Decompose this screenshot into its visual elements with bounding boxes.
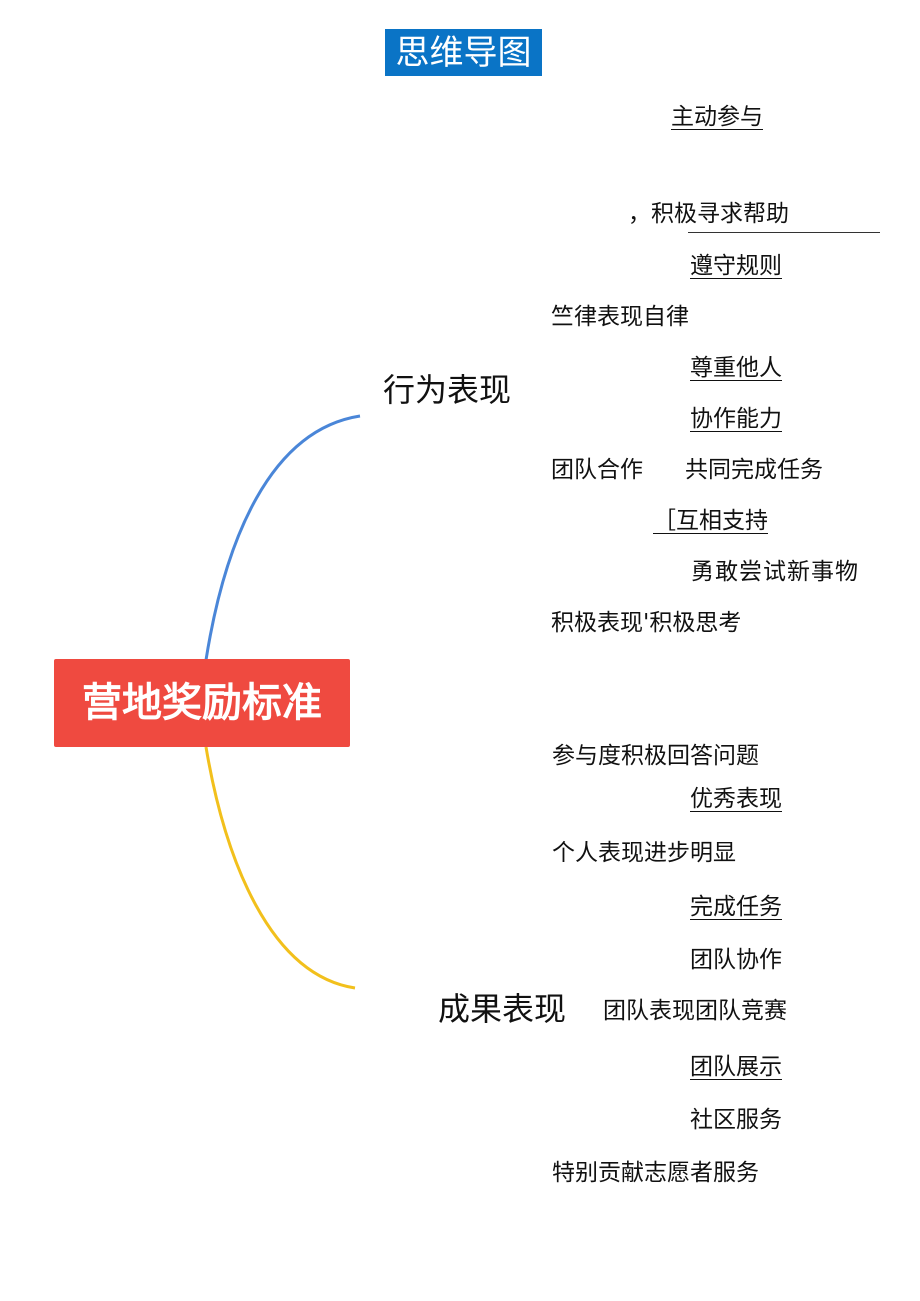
node-seek-help: ，积极寻求帮助	[628, 201, 789, 227]
node-obey-rules: 遵守规则	[690, 253, 782, 279]
node-positive: 积极表现'积极思考	[551, 610, 742, 636]
root-node: 营地奖励标准	[54, 659, 350, 747]
branch-connector-behavior	[204, 414, 361, 661]
node-discipline: 竺律表现自律	[551, 304, 689, 330]
page-title: 思维导图	[385, 29, 542, 76]
node-respect-others: 尊重他人	[690, 355, 782, 381]
node-team-collab: 团队协作	[690, 947, 782, 973]
node-special-contribution: 特别贡献志愿者服务	[552, 1160, 759, 1186]
node-participation: 参与度积极回答问题	[552, 743, 759, 769]
node-support-each-other: ［互相支持	[653, 508, 768, 534]
node-cooperation-ability: 协作能力	[690, 406, 782, 432]
node-team-competition: 团队表现团队竞赛	[603, 998, 787, 1024]
node-complete-tasks-together: 共同完成任务	[685, 457, 823, 483]
node-team-show: 团队展示	[690, 1054, 782, 1080]
divider-line	[688, 232, 880, 233]
node-active-participation: 主动参与	[671, 104, 763, 130]
node-excellent: 优秀表现	[690, 786, 782, 812]
branch-connector-results	[204, 746, 356, 990]
node-community-service: 社区服务	[690, 1107, 782, 1133]
branch-behavior: 行为表现	[383, 371, 512, 409]
branch-results: 成果表现	[438, 990, 567, 1028]
node-try-new-things: 勇敢尝试新事物	[691, 559, 859, 585]
node-complete-tasks: 完成任务	[690, 894, 782, 920]
node-personal-progress: 个人表现进步明显	[552, 840, 736, 866]
node-teamwork: 团队合作	[551, 457, 643, 483]
